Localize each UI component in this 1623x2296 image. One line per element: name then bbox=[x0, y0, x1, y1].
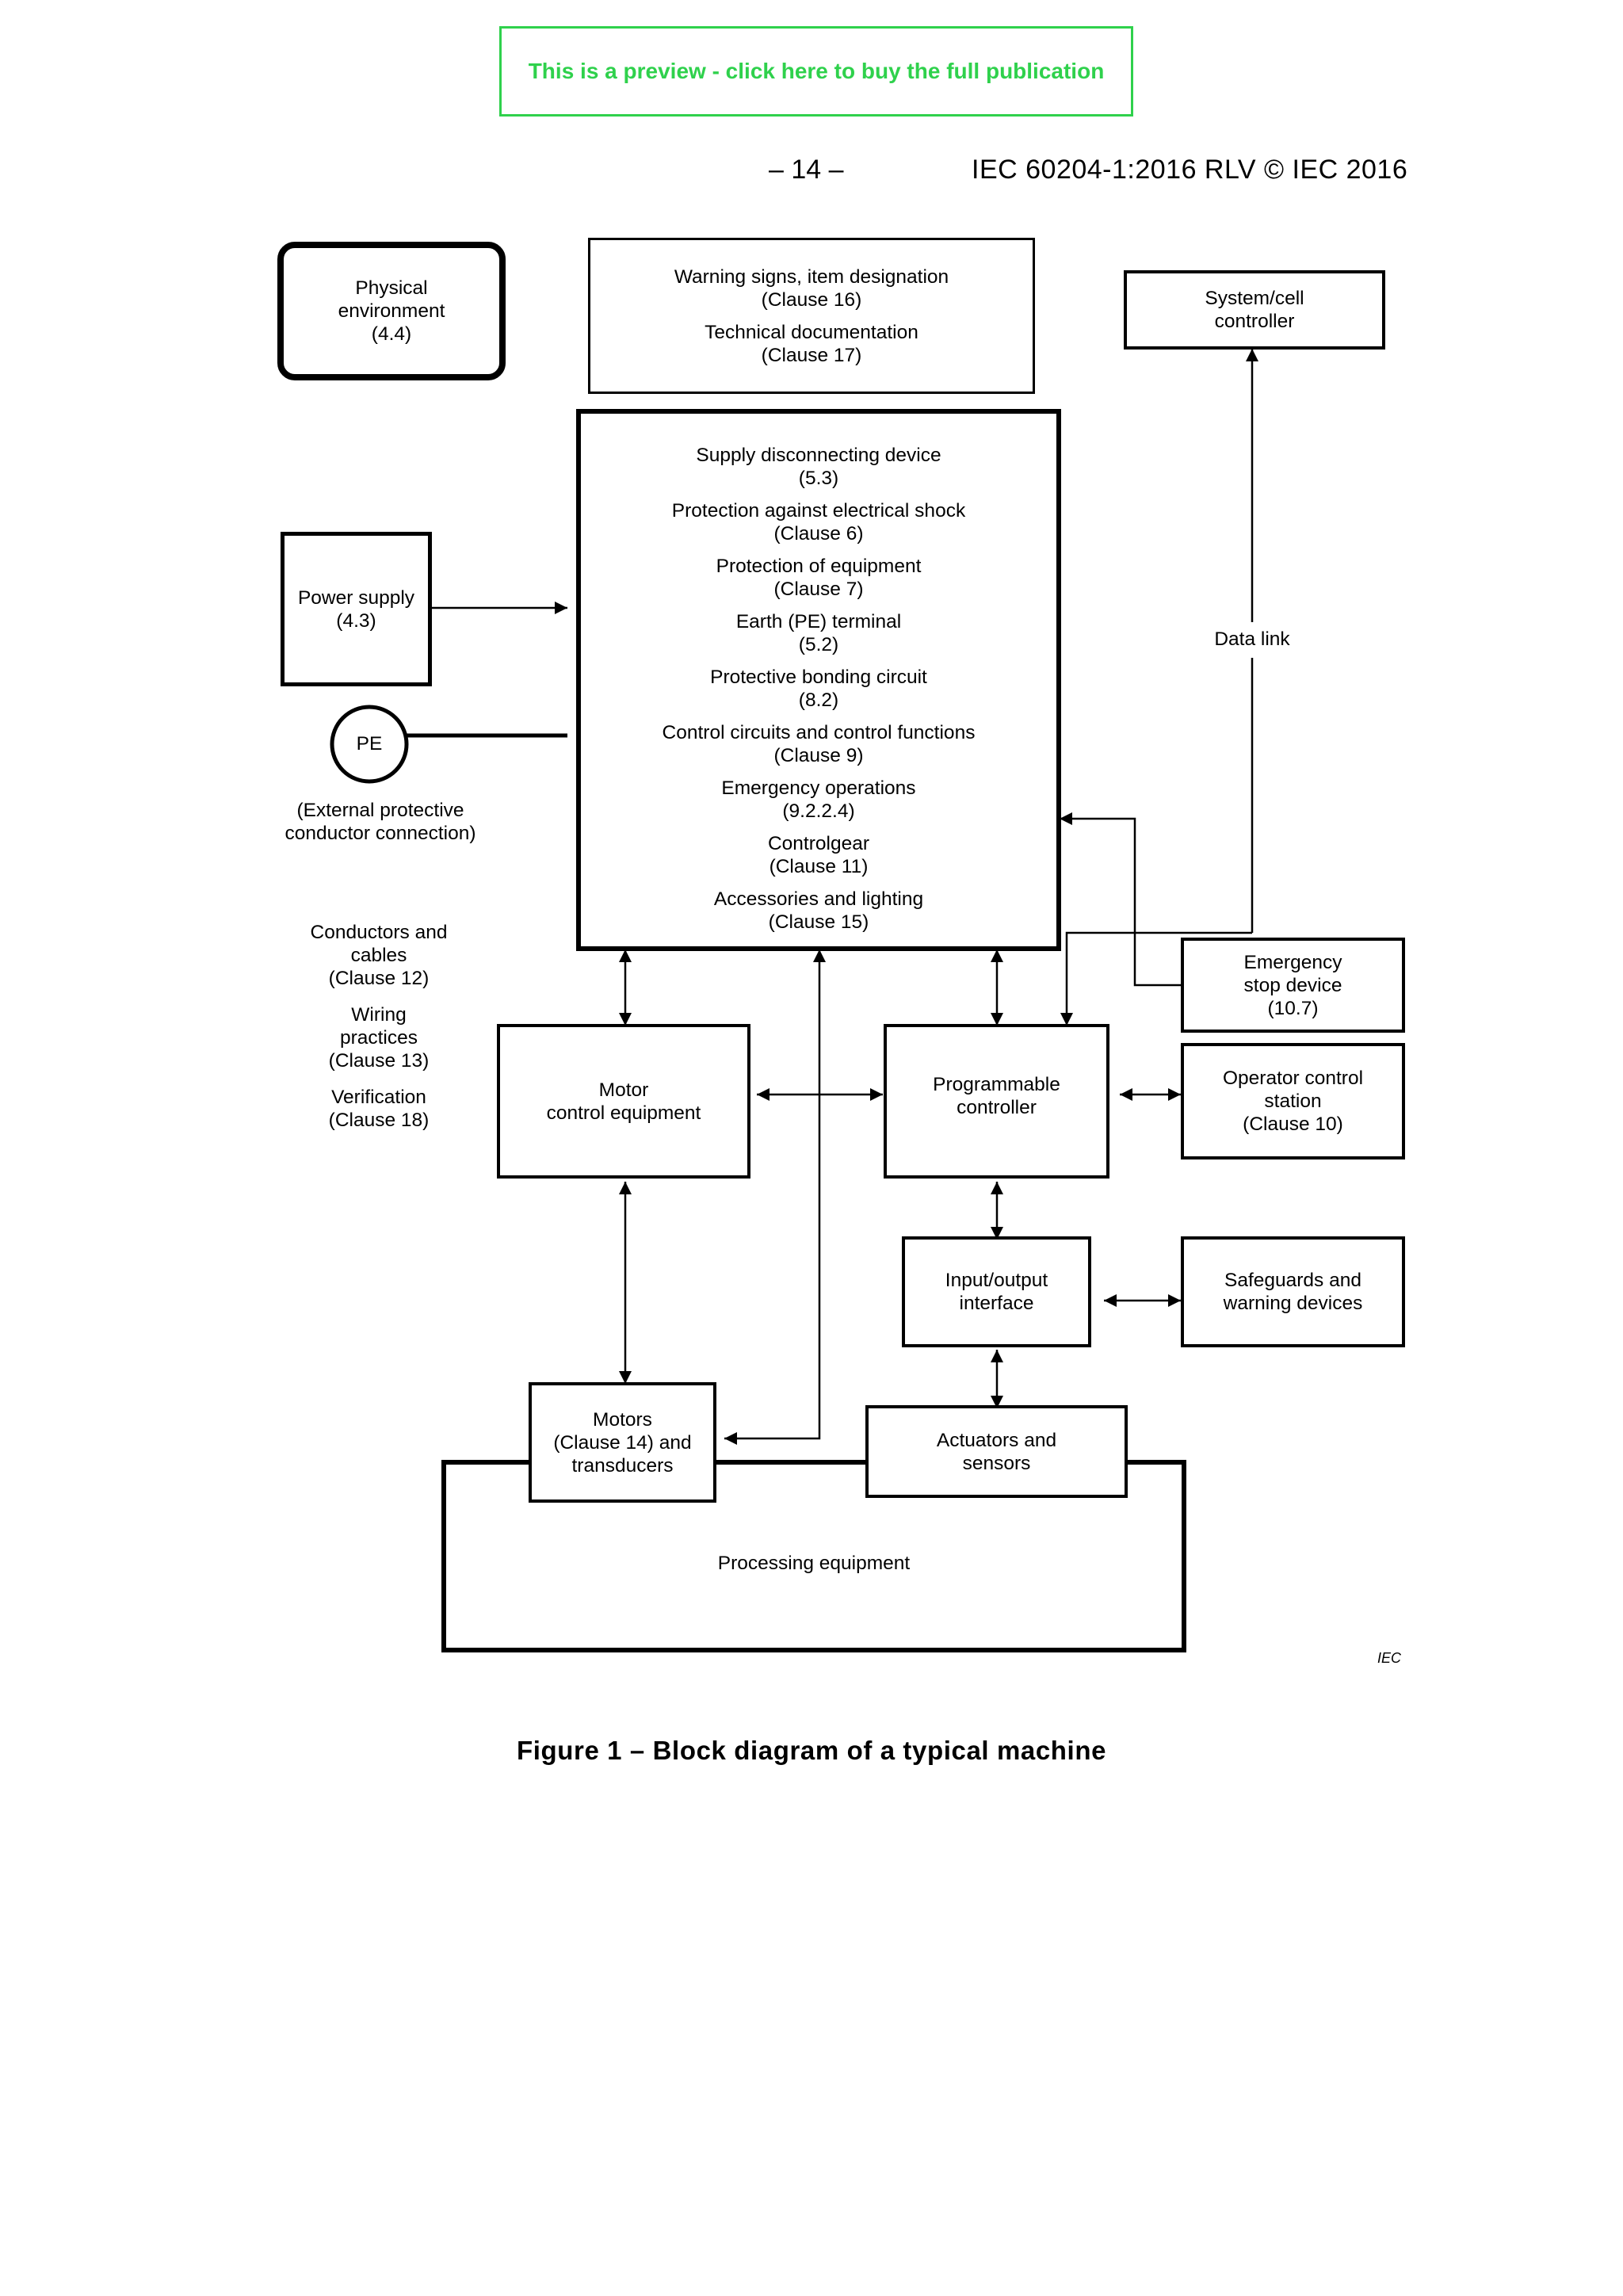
emergency-stop-block: Emergency stop device (10.7) bbox=[1181, 938, 1405, 1033]
buy-publication-banner[interactable]: This is a preview - click here to buy th… bbox=[499, 26, 1133, 117]
banner-text: This is a preview - click here to buy th… bbox=[528, 59, 1105, 83]
pe-note: (External protective conductor connectio… bbox=[285, 800, 476, 844]
io-interface-block: Input/output interface bbox=[902, 1236, 1091, 1347]
page-number: – 14 – bbox=[769, 155, 844, 185]
pe-terminal-symbol bbox=[330, 705, 409, 784]
system-cell-controller-block: System/cell controller bbox=[1124, 270, 1385, 350]
power-supply-block: Power supply (4.3) bbox=[281, 532, 432, 686]
operator-station-block: Operator control station (Clause 10) bbox=[1181, 1043, 1405, 1159]
data-link-to-plc bbox=[1060, 931, 1252, 1026]
physical-environment-block: Physical environment (4.4) bbox=[277, 242, 506, 380]
motors-block: Motors (Clause 14) and transducers bbox=[529, 1382, 716, 1503]
standard-reference: IEC 60204-1:2016 RLV © IEC 2016 bbox=[972, 155, 1408, 185]
programmable-controller-block: Programmable controller bbox=[884, 1024, 1109, 1179]
electrical-equipment-block: Supply disconnecting device (5.3) Protec… bbox=[576, 409, 1061, 951]
warning-docs-block: Warning signs, item designation (Clause … bbox=[588, 238, 1035, 394]
motor-control-block: Motor control equipment bbox=[497, 1024, 750, 1179]
estop-to-main bbox=[1060, 812, 1182, 987]
pe-label: PE bbox=[356, 733, 383, 755]
actuators-sensors-block: Actuators and sensors bbox=[865, 1405, 1128, 1498]
arrow-main-motors bbox=[724, 949, 826, 1445]
conductors-notes: Conductors and cables (Clause 12) Wiring… bbox=[310, 922, 448, 1131]
processing-equipment-label: Processing equipment bbox=[717, 1553, 911, 1574]
safeguards-block: Safeguards and warning devices bbox=[1181, 1236, 1405, 1347]
iec-mark: IEC bbox=[1377, 1650, 1402, 1666]
figure-caption: Figure 1 – Block diagram of a typical ma… bbox=[516, 1736, 1107, 1765]
data-link-label: Data link bbox=[1214, 628, 1290, 650]
